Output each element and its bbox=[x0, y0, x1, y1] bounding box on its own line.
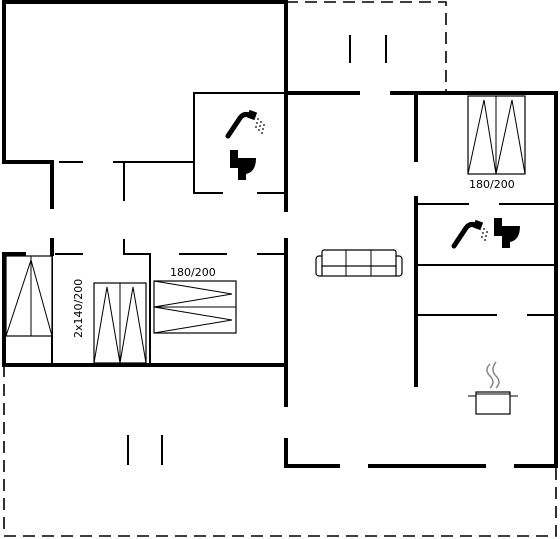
toilet-icon bbox=[230, 150, 256, 180]
bed-center bbox=[153, 280, 237, 334]
bed-icon bbox=[5, 255, 53, 337]
shower-icon bbox=[225, 109, 265, 139]
sofa-icon bbox=[315, 249, 403, 277]
shower-icon bbox=[451, 219, 488, 249]
bed-double-vertical bbox=[93, 282, 147, 364]
terrace-outline bbox=[3, 1, 557, 537]
bed-size-label-vertical: 2x140/200 bbox=[72, 279, 85, 338]
bed-top-right bbox=[467, 95, 526, 175]
bed-left bbox=[5, 255, 53, 337]
bed-size-label-center: 180/200 bbox=[170, 266, 216, 279]
toilet-icon bbox=[494, 218, 520, 248]
bed-size-label: 180/200 bbox=[469, 178, 515, 191]
walls bbox=[2, 0, 558, 468]
cooking-pot-icon bbox=[468, 361, 518, 415]
